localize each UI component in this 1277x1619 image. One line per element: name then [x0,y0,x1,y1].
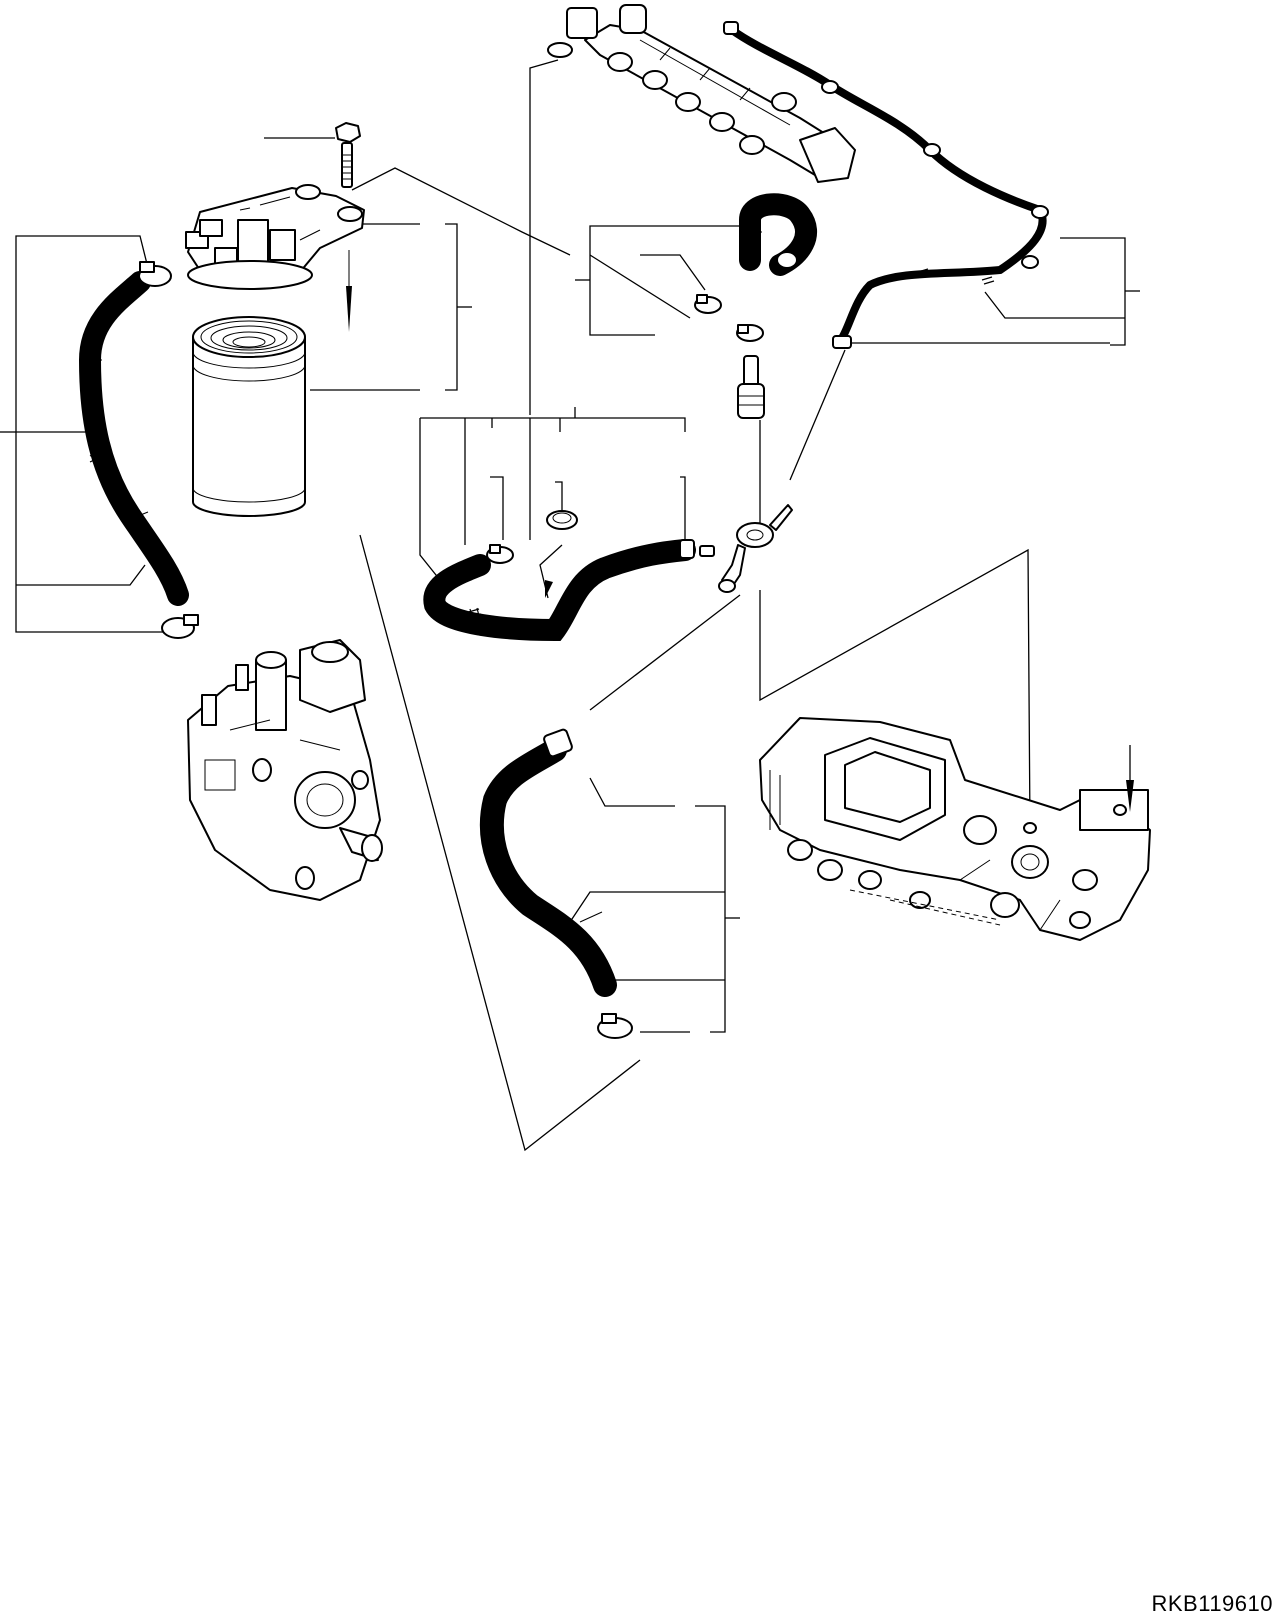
elbow-hose-icon [740,204,806,268]
leader-lines [0,60,1140,1150]
hose-clamp-icon [162,615,198,638]
hose-clamp-icon [737,325,763,341]
bolt-icon [336,123,360,187]
lower-fuel-hose-icon [492,729,605,985]
return-pipe-icon [724,22,1048,348]
common-rail-icon [548,5,855,182]
hose-clamp-icon [139,262,171,286]
connector-fitting-icon [738,356,764,418]
fuel-filter-cartridge-icon [193,317,305,516]
hose-clamp-icon [695,295,721,313]
filter-head-icon [186,185,364,289]
arrow-marker [545,580,553,598]
hose-clamp-icon [547,511,577,529]
hose-hatch-mark [548,914,566,934]
hose-hatch-mark [918,269,994,284]
left-fuel-hose-icon [80,282,178,595]
arrow-marker [346,286,352,332]
hose-clamp-icon [598,1014,632,1038]
intake-manifold-icon [760,718,1150,940]
tee-connector-icon [719,505,792,592]
hose-clamp-icon [487,545,513,563]
hose-hatch-mark [465,608,483,625]
middle-fuel-hose-icon [434,540,714,630]
figure-code: RKB119610 [1151,1591,1273,1616]
arrow-marker [1126,780,1134,812]
hose-hatch-mark [90,444,104,464]
fuel-pump-icon [188,640,382,900]
